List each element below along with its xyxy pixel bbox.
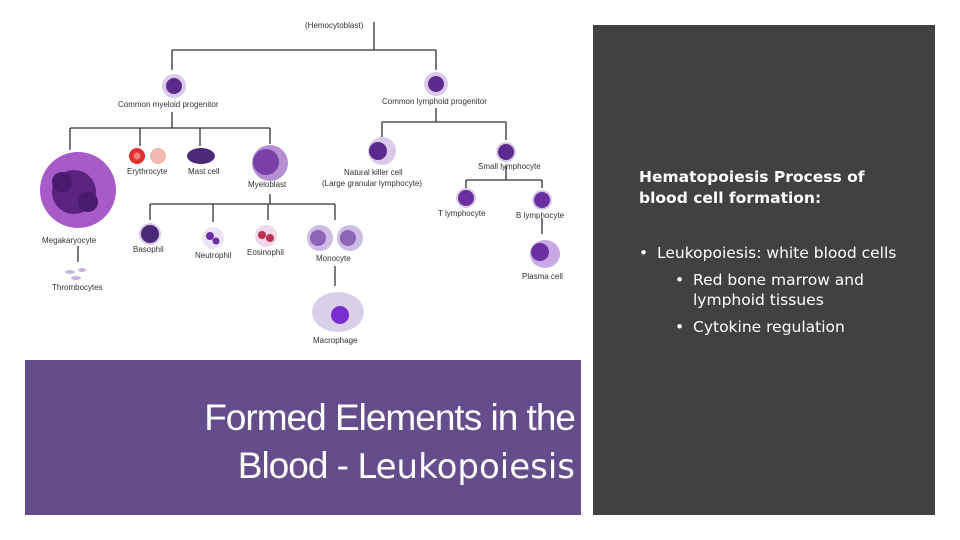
myeloid-progenitor-cell [162, 74, 186, 98]
basophil-cell [139, 223, 161, 245]
title-light: Leukopoiesis [357, 447, 575, 487]
label-megakaryocyte: Megakaryocyte [42, 236, 97, 245]
label-small-lymph: Small lymphocyte [478, 162, 541, 171]
label-b-lymph: B lymphocyte [516, 211, 565, 220]
natural-killer-cell [368, 137, 396, 165]
neutrophil-cell [202, 227, 224, 249]
thrombocyte-cells [65, 268, 86, 280]
label-nk-sub: (Large granular lymphocyte) [322, 179, 422, 188]
myeloblast-cell [252, 145, 288, 181]
label-myeloid: Common myeloid progenitor [118, 100, 219, 109]
label-plasma: Plasma cell [522, 272, 563, 281]
title-bold: Blood - [237, 445, 358, 486]
label-t-lymph: T lymphocyte [438, 209, 486, 218]
label-neutrophil: Neutrophil [195, 251, 232, 260]
title-line-1: Formed Elements in the [204, 397, 576, 438]
eosinophil-cell [255, 225, 277, 247]
mast-cell [187, 148, 215, 164]
bullet-item: Leukopoiesis: white blood cells Red bone… [639, 243, 929, 337]
label-mast: Mast cell [188, 167, 220, 176]
lymphoid-progenitor-cell [424, 72, 448, 96]
title-line-2: Blood - Leukopoiesis [135, 442, 575, 491]
bullet-text: Leukopoiesis: white blood cells [657, 244, 897, 262]
hematopoiesis-diagram: (Hemocytoblast) Common myeloid progenito… [40, 21, 565, 345]
label-eosinophil: Eosinophil [247, 248, 284, 257]
title-box: Formed Elements in the Blood - Leukopoie… [25, 360, 581, 515]
label-stem-sub: (Hemocytoblast) [305, 21, 364, 30]
monocyte-cells [307, 225, 363, 251]
sub-bullet-item: Cytokine regulation [675, 317, 929, 338]
label-lymphoid: Common lymphoid progenitor [382, 97, 487, 106]
erythrocyte-cells [129, 148, 166, 164]
t-lymphocyte-cell [456, 188, 476, 208]
plasma-cell [530, 240, 560, 268]
tree-lines [69, 22, 543, 286]
label-macrophage: Macrophage [313, 336, 358, 345]
label-monocyte: Monocyte [316, 254, 351, 263]
label-thrombocytes: Thrombocytes [52, 283, 103, 292]
label-nk: Natural killer cell [344, 168, 403, 177]
label-erythrocyte: Erythrocyte [127, 167, 168, 176]
bullet-list: Leukopoiesis: white blood cells Red bone… [639, 243, 929, 343]
macrophage-cell [312, 292, 364, 332]
sub-bullet-item: Red bone marrow and lymphoid tissues [675, 270, 929, 311]
label-myeloblast: Myeloblast [248, 180, 287, 189]
sub-bullet-list: Red bone marrow and lymphoid tissues Cyt… [675, 270, 929, 338]
content-panel: Hematopoiesis Process of blood cell form… [593, 25, 935, 515]
panel-heading: Hematopoiesis Process of blood cell form… [639, 168, 865, 207]
megakaryocyte-cell [40, 152, 116, 228]
b-lymphocyte-cell [532, 190, 552, 210]
small-lymphocyte-cell [496, 142, 516, 162]
label-basophil: Basophil [133, 245, 164, 254]
slide-title: Formed Elements in the Blood - Leukopoie… [135, 394, 576, 491]
